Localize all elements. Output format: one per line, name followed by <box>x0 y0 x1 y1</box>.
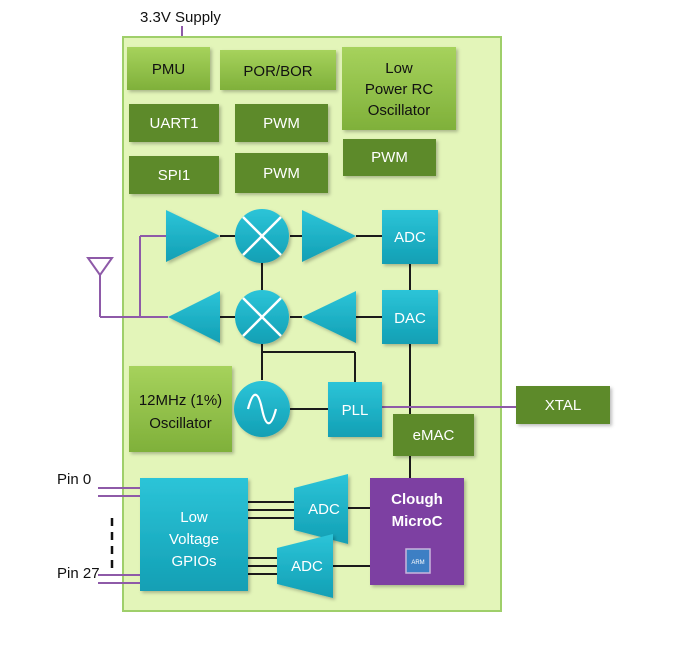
rf-lines <box>98 235 516 584</box>
low-power-rc-oscillator-block: Low Power RC Oscillator <box>342 47 456 130</box>
pll-block: PLL <box>328 382 382 437</box>
svg-text:POR/BOR: POR/BOR <box>243 63 312 80</box>
antenna-icon <box>86 257 114 277</box>
supply-label: 3.3V Supply <box>140 9 221 26</box>
mixer-icon <box>235 290 289 344</box>
gpio-adc-2: ADC <box>277 534 333 598</box>
svg-text:Voltage: Voltage <box>169 531 219 548</box>
pmu-block: PMU <box>127 47 210 90</box>
gpio-adc-1: ADC <box>294 474 348 544</box>
rx-amplifier <box>302 210 356 262</box>
pin27-label: Pin 27 <box>57 565 100 582</box>
svg-text:Power RC: Power RC <box>365 81 434 98</box>
xtal-block: XTAL <box>516 386 610 424</box>
sine-wave-icon <box>234 381 290 437</box>
lna-amplifier <box>166 210 220 262</box>
uart1-block: UART1 <box>129 104 219 142</box>
tx-amplifier <box>302 291 356 343</box>
spi1-block: SPI1 <box>129 156 219 194</box>
dac-block: DAC <box>382 290 438 344</box>
12mhz-oscillator-block: 12MHz (1%) Oscillator <box>129 366 232 452</box>
svg-text:MicroC: MicroC <box>392 513 443 530</box>
svg-text:Low: Low <box>180 509 208 526</box>
emac-block: eMAC <box>393 414 474 456</box>
svg-text:PMU: PMU <box>152 61 185 78</box>
svg-text:GPIOs: GPIOs <box>171 553 216 570</box>
svg-text:ADC: ADC <box>308 501 340 518</box>
signal-lines <box>220 235 411 575</box>
adc-rx-block: ADC <box>382 210 438 264</box>
svg-text:Low: Low <box>385 60 413 77</box>
pwm-block-2: PWM <box>235 153 328 193</box>
svg-text:PLL: PLL <box>342 402 369 419</box>
svg-text:Oscillator: Oscillator <box>368 102 431 119</box>
svg-text:eMAC: eMAC <box>413 427 455 444</box>
por-bor-block: POR/BOR <box>220 50 336 90</box>
svg-text:ADC: ADC <box>291 558 323 575</box>
chip-logo-icon: ARM <box>405 548 431 574</box>
power-amplifier <box>168 291 220 343</box>
svg-text:UART1: UART1 <box>150 115 199 132</box>
svg-text:XTAL: XTAL <box>545 397 581 414</box>
svg-text:ARM: ARM <box>411 560 424 566</box>
pwm-block-1: PWM <box>235 104 328 142</box>
svg-text:ADC: ADC <box>394 229 426 246</box>
pin0-label: Pin 0 <box>57 471 91 488</box>
svg-text:PWM: PWM <box>371 149 408 166</box>
svg-text:SPI1: SPI1 <box>158 167 191 184</box>
svg-text:Oscillator: Oscillator <box>149 415 212 432</box>
pwm-block-3: PWM <box>343 139 436 176</box>
svg-text:PWM: PWM <box>263 115 300 132</box>
svg-text:Clough: Clough <box>391 491 443 508</box>
svg-text:12MHz (1%): 12MHz (1%) <box>139 392 222 409</box>
svg-text:DAC: DAC <box>394 310 426 327</box>
mixer-icon <box>235 209 289 263</box>
svg-text:PWM: PWM <box>263 165 300 182</box>
clough-microc-block: Clough MicroC <box>370 478 464 585</box>
low-voltage-gpios-block: Low Voltage GPIOs <box>140 478 248 591</box>
